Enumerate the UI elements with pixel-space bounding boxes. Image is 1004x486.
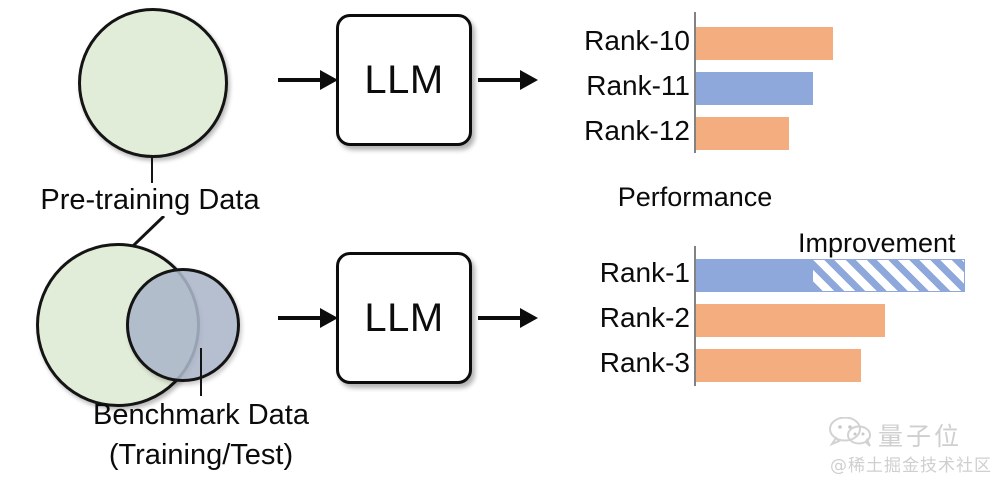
benchmark-data-label-line1: Benchmark Data xyxy=(93,399,309,431)
arrow-right-icon-out-top xyxy=(478,70,538,90)
chart-clean-category-label-0: Rank-10 xyxy=(584,25,690,56)
watermark-sub-text: @稀土掘金技术社区 xyxy=(830,456,992,476)
chart-clean-category-label-2: Rank-12 xyxy=(584,115,690,146)
chart-clean-category-label-1: Rank-11 xyxy=(586,70,690,101)
wechat-bubble-icon xyxy=(829,417,871,447)
pretraining-data-circle xyxy=(78,8,228,158)
pretraining-data-label: Pre-training Data xyxy=(40,184,260,216)
pretraining-leader-line-icon xyxy=(151,155,153,183)
arrow-right-icon-out-bottom xyxy=(478,308,538,328)
chart-contaminated-bar-rank-2 xyxy=(696,304,885,337)
benchmark-leader-line-icon xyxy=(200,348,202,396)
chart-contaminated-bar-rank-3 xyxy=(696,349,861,382)
llm-box-bottom[interactable]: LLM xyxy=(336,252,472,384)
chart-contaminated-category-label-1: Rank-2 xyxy=(599,302,690,333)
watermark: 量子位 @稀土掘金技术社区 xyxy=(828,415,1004,477)
llm-box-top[interactable]: LLM xyxy=(336,14,472,146)
chart-clean-axis xyxy=(694,12,696,153)
arrow-right-icon-in-top xyxy=(278,70,338,90)
chart-contaminated-category-label-2: Rank-3 xyxy=(599,347,690,378)
chart-clean-bar-rank-11 xyxy=(696,72,813,105)
chart-contaminated-category-label-0: Rank-1 xyxy=(599,257,690,288)
chart-contaminated-axis xyxy=(694,246,696,386)
chart-contaminated-bar-rank-1-base xyxy=(696,259,812,292)
benchmark-data-circle xyxy=(126,268,240,382)
performance-caption: Performance xyxy=(617,182,773,212)
chart-clean-bar-rank-12 xyxy=(696,117,789,150)
chart-contaminated-bar-rank-1-improvement xyxy=(812,259,965,292)
chart-clean: Rank-10 Rank-11 Rank-12 xyxy=(560,8,1000,158)
watermark-main-text: 量子位 xyxy=(878,422,963,451)
arrow-right-icon-in-bottom xyxy=(278,308,338,328)
chart-clean-bar-rank-10 xyxy=(696,27,833,60)
improvement-annotation-label: Improvement xyxy=(798,228,956,258)
chart-contaminated: Rank-1 Rank-2 Rank-3 xyxy=(560,246,1000,390)
benchmark-data-label-line2: (Training/Test) xyxy=(108,439,294,471)
